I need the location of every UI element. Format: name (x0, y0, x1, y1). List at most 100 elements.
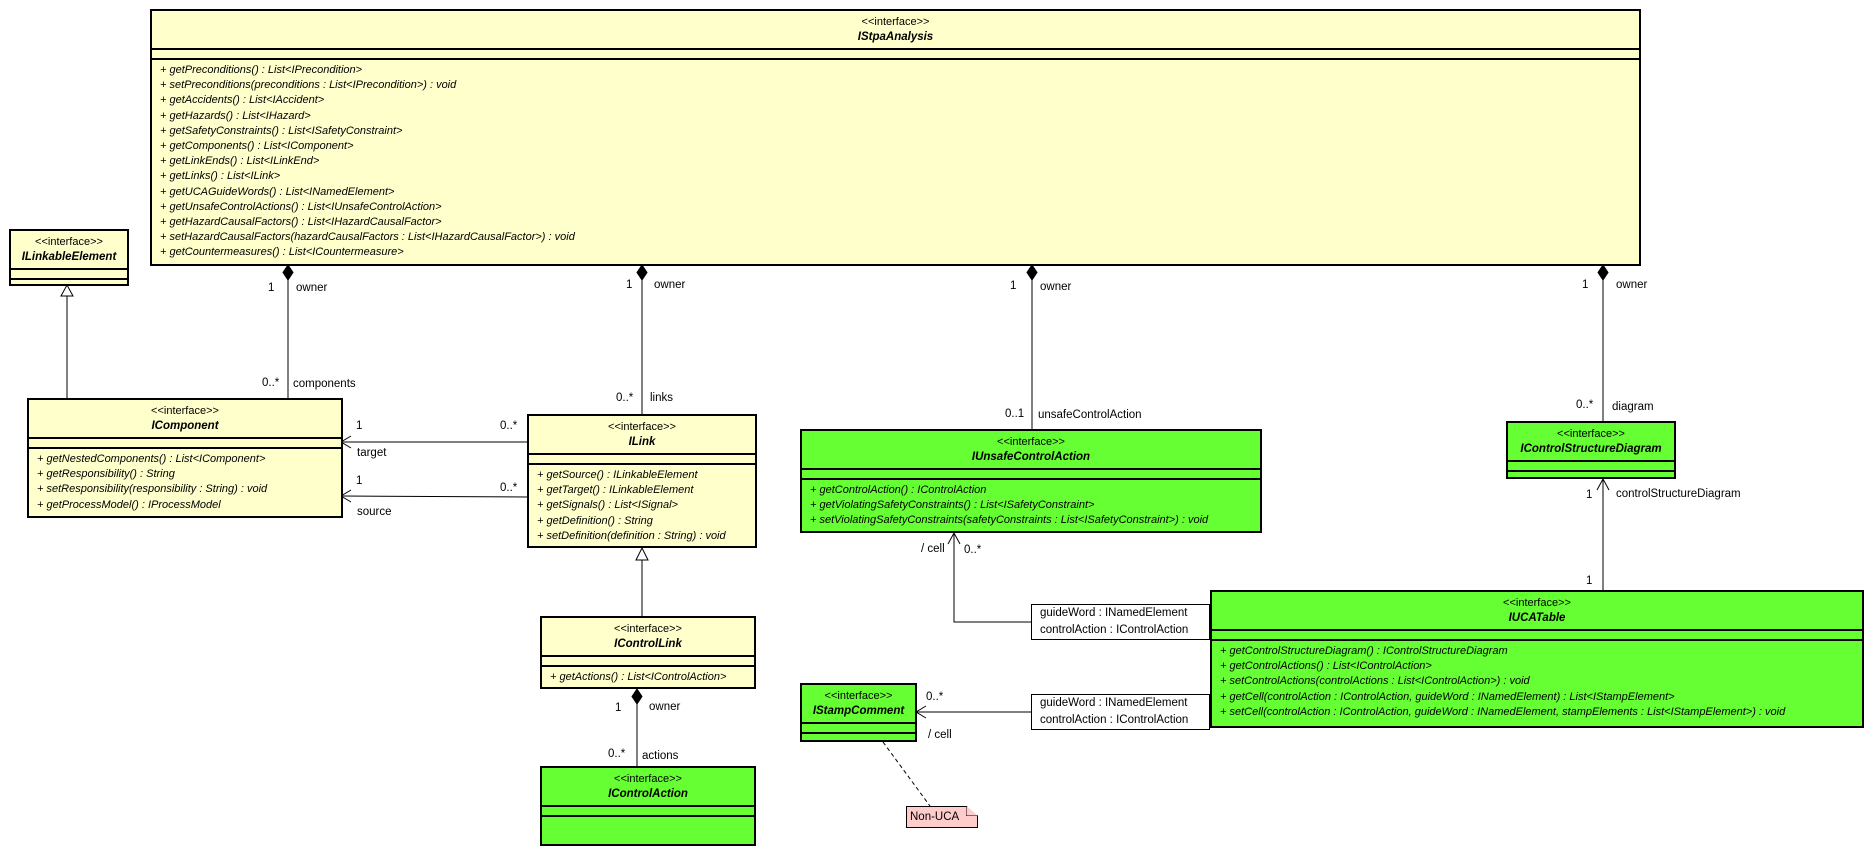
note-fold-corner (966, 806, 978, 816)
role-label: owner (296, 282, 328, 294)
composition-diamond-uca (1026, 264, 1038, 281)
operation: + getLinkEnds() : List<ILinkEnd> (160, 155, 320, 168)
operation: + getAccidents() : List<IAccident> (160, 94, 325, 107)
class-iucatable-header: <<interface>> IUCATable (1212, 592, 1862, 629)
class-ilink-header: <<interface>> ILink (529, 416, 755, 453)
operations-compartment (11, 278, 127, 288)
operations-compartment: + getPreconditions() : List<IPreconditio… (152, 58, 1639, 266)
stereotype-label: <<interface>> (1503, 597, 1571, 609)
operation: + getResponsibility() : String (37, 468, 175, 481)
operations-compartment (802, 732, 915, 742)
stereotype-label: <<interface>> (1557, 428, 1625, 440)
operation: + setHazardCausalFactors(hazardCausalFac… (160, 231, 575, 244)
class-ilinkableelement-header: <<interface>> ILinkableElement (11, 231, 127, 268)
operations-compartment: + getSource() : ILinkableElement + getTa… (529, 463, 755, 549)
multiplicity-label: 0..* (500, 420, 518, 432)
role-label: actions (642, 750, 679, 762)
class-iucatable-name: IUCATable (1508, 612, 1566, 624)
operations-compartment: + getActions() : List<IControlAction> (542, 665, 754, 690)
note-non-uca[interactable]: Non-UCA (906, 806, 978, 828)
operations-compartment: + getControlStructureDiagram() : IContro… (1212, 639, 1862, 725)
class-istpaanalysis-name: IStpaAnalysis (857, 31, 934, 43)
attributes-compartment (1508, 460, 1674, 470)
class-iunsafecontrolaction-header: <<interface>> IUnsafeControlAction (802, 431, 1260, 468)
class-ilink[interactable]: <<interface>> ILink + getSource() : ILin… (527, 414, 757, 548)
multiplicity-label: 0..* (608, 748, 626, 760)
multiplicity-label: 1 (1586, 489, 1593, 501)
class-icontrollink-header: <<interface>> IControlLink (542, 618, 754, 655)
stereotype-label: <<interface>> (997, 436, 1065, 448)
qualifier-box-uca[interactable]: guideWord : INamedElement controlAction … (1031, 604, 1210, 640)
class-icontrollink-name: IControlLink (614, 638, 682, 650)
class-istpaanalysis-header: <<interface>> IStpaAnalysis (152, 11, 1639, 48)
role-label: links (650, 392, 674, 404)
multiplicity-label: 0..* (616, 392, 634, 404)
multiplicity-label: 1 (1010, 280, 1017, 292)
operation: + getPreconditions() : List<IPreconditio… (160, 64, 363, 76)
association-arrowhead-csd (1596, 477, 1610, 491)
role-label: / cell (928, 729, 952, 741)
stereotype-label: <<interface>> (614, 773, 682, 785)
operation: + getControlAction() : IControlAction (810, 484, 987, 496)
class-icomponent[interactable]: <<interface>> IComponent + getNestedComp… (27, 398, 343, 518)
class-istampcomment-name: IStampComment (812, 705, 905, 717)
class-icontrolstructurediagram-header: <<interface>> IControlStructureDiagram (1508, 423, 1674, 460)
operation: + getSafetyConstraints() : List<ISafetyC… (160, 124, 403, 137)
operations-compartment (542, 815, 754, 825)
class-iunsafecontrolaction[interactable]: <<interface>> IUnsafeControlAction + get… (800, 429, 1262, 533)
composition-diamond-components (282, 264, 294, 281)
class-iucatable[interactable]: <<interface>> IUCATable + getControlStru… (1210, 590, 1864, 728)
class-icontrolaction[interactable]: <<interface>> IControlAction (540, 766, 756, 846)
multiplicity-label: 1 (626, 279, 633, 291)
class-istpaanalysis[interactable]: <<interface>> IStpaAnalysis + getPrecond… (150, 9, 1641, 266)
multiplicity-label: 0..* (926, 691, 944, 703)
operation: + getActions() : List<IControlAction> (550, 671, 727, 683)
multiplicity-label: 0..1 (1005, 408, 1025, 420)
role-label: controlStructureDiagram (1616, 488, 1741, 500)
operation: + getProcessModel() : IProcessModel (37, 498, 221, 511)
attributes-compartment (11, 268, 127, 278)
attributes-compartment (542, 655, 754, 665)
generalization-arrowhead-ilinkable (60, 283, 74, 297)
stereotype-label: <<interface>> (824, 690, 893, 702)
class-icontrolstructurediagram[interactable]: <<interface>> IControlStructureDiagram (1506, 421, 1676, 479)
attributes-compartment (152, 48, 1639, 58)
attributes-compartment (542, 805, 754, 815)
multiplicity-label: 1 (356, 420, 363, 432)
role-label: diagram (1612, 401, 1654, 413)
stereotype-label: <<interface>> (614, 623, 682, 635)
operation: + setDefinition(definition : String) : v… (537, 529, 726, 542)
class-istampcomment[interactable]: <<interface>> IStampComment (800, 683, 917, 742)
stereotype-label: <<interface>> (608, 421, 676, 433)
role-label: owner (1616, 279, 1648, 291)
class-ilinkableelement-name: ILinkableElement (21, 251, 117, 263)
role-label: owner (654, 279, 686, 291)
operation: + getControlActions() : List<IControlAct… (1220, 660, 1432, 673)
multiplicity-label: 1 (1586, 575, 1593, 587)
operation: + getControlStructureDiagram() : IContro… (1220, 645, 1508, 657)
role-label: / cell (921, 543, 945, 555)
generalization-arrowhead-ilink (635, 546, 649, 561)
class-icontrolaction-name: IControlAction (608, 788, 688, 800)
association-line-cell-uca (953, 533, 1031, 623)
composition-diamond-actions (631, 688, 643, 705)
class-icontrollink[interactable]: <<interface>> IControlLink + getActions(… (540, 616, 756, 689)
role-label: owner (649, 701, 681, 713)
qualifier-controlaction: controlAction : IControlAction (1040, 714, 1189, 726)
operation: + getComponents() : List<IComponent> (160, 140, 354, 153)
stereotype-label: <<interface>> (151, 405, 219, 417)
composition-diamond-diagram (1597, 264, 1609, 281)
note-anchor-line (882, 741, 931, 807)
operations-compartment: + getNestedComponents() : List<IComponen… (29, 447, 341, 518)
class-ilinkableelement[interactable]: <<interface>> ILinkableElement (9, 229, 129, 286)
multiplicity-label: 0..* (262, 377, 280, 389)
multiplicity-label: 0..* (1576, 399, 1594, 411)
attributes-compartment (29, 437, 341, 447)
operation: + getHazardCausalFactors() : List<IHazar… (160, 216, 442, 229)
operation: + setViolatingSafetyConstraints(safetyCo… (810, 514, 1209, 527)
multiplicity-label: 1 (268, 282, 275, 294)
operation: + getLinks() : List<ILink> (160, 170, 281, 183)
operation: + getNestedComponents() : List<IComponen… (37, 453, 266, 465)
multiplicity-label: 1 (1582, 279, 1589, 291)
qualifier-box-stampcomment[interactable]: guideWord : INamedElement controlAction … (1031, 694, 1210, 730)
